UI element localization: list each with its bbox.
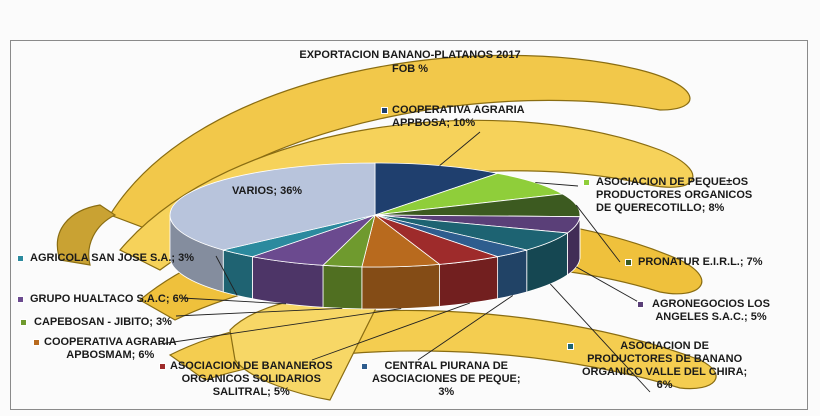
pie-slice-side (497, 249, 528, 300)
data-label: CENTRAL PIURANA DE ASOCIACIONES DE PEQUE… (372, 360, 521, 398)
data-label: AGRICOLA SAN JOSE S.A.; 3% (30, 252, 195, 264)
leader-line (575, 266, 643, 305)
data-label: ASOCIACION DE BANANEROS ORGANICOS SOLIDA… (170, 360, 333, 398)
leader-line (175, 307, 343, 317)
leader-line (535, 182, 579, 187)
label-color-key (567, 343, 574, 350)
data-label: AGRONEGOCIOS LOS ANGELES S.A.C.; 5% (652, 298, 770, 323)
data-label: CAPEBOSAN - JIBITO; 3% (34, 316, 172, 328)
banana-shape (56, 204, 117, 266)
pie-slice-side (361, 263, 440, 310)
label-color-key (625, 259, 632, 266)
plot-area-border (10, 40, 808, 410)
label-color-key (20, 319, 27, 326)
label-color-key (583, 179, 590, 186)
data-label: COOPERATIVA AGRARIA APPBOSA; 10% (392, 104, 525, 129)
leader-line (215, 255, 238, 296)
leader-line (311, 302, 470, 361)
pie-slice-side (439, 256, 499, 307)
leader-line (575, 204, 621, 263)
leader-line (417, 295, 514, 361)
data-label: GRUPO HUALTACO S.A.C; 6% (30, 293, 189, 305)
label-color-key (159, 363, 166, 370)
data-label: VARIOS; 36% (232, 185, 303, 197)
data-label: ASOCIACION DE PEQUE±OS PRODUCTORES ORGAN… (596, 176, 753, 214)
data-label: PRONATUR E.I.R.L.; 7% (638, 256, 763, 268)
label-color-key (33, 339, 40, 346)
leader-line (159, 308, 402, 345)
pie-slice (374, 172, 564, 216)
label-color-key (361, 363, 368, 370)
label-color-key (637, 301, 644, 308)
data-label: COOPERATIVA AGRARIA APBOSMAM; 6% (44, 336, 177, 361)
label-color-key (17, 255, 24, 262)
data-label: ASOCIACION DE PRODUCTORES DE BANANO ORGA… (582, 340, 748, 391)
label-color-key (17, 296, 24, 303)
banana-shape (109, 54, 691, 231)
pie-slices (169, 162, 581, 268)
pie-slice (169, 162, 376, 251)
label-color-key (381, 107, 388, 114)
leader-line (439, 131, 481, 166)
leader-line (549, 283, 651, 393)
leader-lines (159, 131, 651, 393)
pie-slice-side (322, 264, 363, 310)
chart-title: EXPORTACION BANANO-PLATANOS 2017 FOB % (299, 49, 521, 75)
leader-line (181, 297, 287, 305)
pie-slice-side (222, 249, 253, 300)
